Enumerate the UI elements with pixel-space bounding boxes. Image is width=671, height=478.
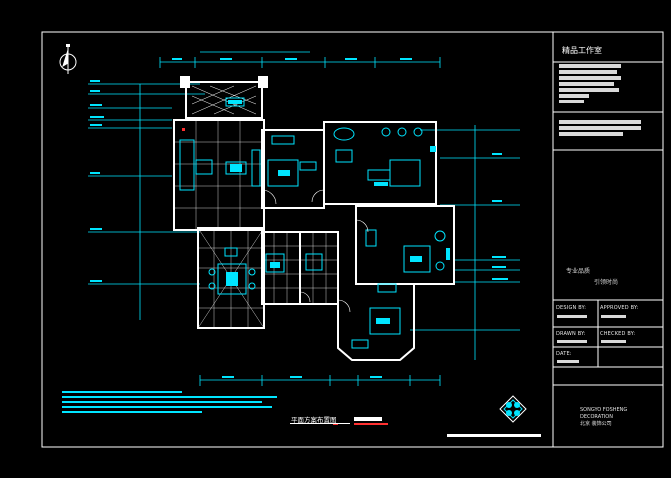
living-floor-grid xyxy=(174,120,264,230)
top-dimensions xyxy=(159,51,441,68)
studio-name: 精品工作室 xyxy=(562,46,602,55)
balcony-hatch xyxy=(191,85,257,115)
slogan-line2: 引领时尚 xyxy=(594,279,619,286)
drawn-by-label: DRAWN BY: xyxy=(556,331,586,337)
title-block-notes xyxy=(557,64,641,363)
title-underline xyxy=(290,417,382,424)
brand-line1: SONGYO FOSHENG xyxy=(580,407,628,413)
drawing-title: 平面方案布置图 xyxy=(291,416,337,424)
left-dimension-text xyxy=(90,80,104,282)
north-arrow-icon xyxy=(59,44,77,74)
right-dimension-text xyxy=(492,153,508,280)
scale-bar xyxy=(447,434,541,437)
brand-line3: 北京 装饰公司 xyxy=(580,421,612,427)
brand-line2: DECORATION xyxy=(580,414,613,420)
furniture-fills xyxy=(226,100,450,324)
date-label: DATE: xyxy=(556,351,572,357)
drawing-frame xyxy=(41,31,664,448)
bottom-dimensions xyxy=(199,375,441,386)
top-dimension-text xyxy=(172,58,412,60)
approved-by-label: APPROVED BY: xyxy=(600,305,639,311)
slogan-line1: 专业品质 xyxy=(566,268,591,275)
door-swings xyxy=(261,189,369,313)
furniture xyxy=(179,97,446,349)
legend-notes xyxy=(62,391,277,413)
balcony-pillars xyxy=(180,76,268,88)
floor-plan-walls xyxy=(173,81,455,361)
design-by-label: DESIGN BY: xyxy=(556,305,587,311)
bottom-dimension-text xyxy=(222,376,382,378)
checked-by-label: CHECKED BY: xyxy=(600,331,636,337)
compass-rose-icon xyxy=(499,395,527,423)
